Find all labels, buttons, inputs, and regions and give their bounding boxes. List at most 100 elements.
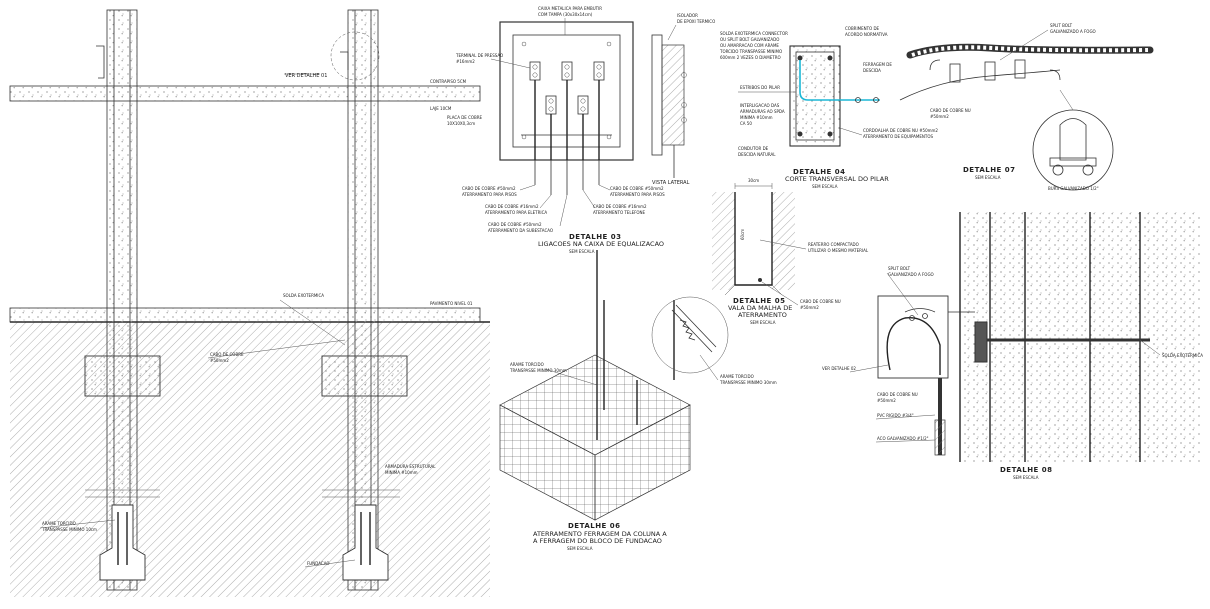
wall-concrete xyxy=(960,212,1200,462)
label-cabo-cobre: CABO DE COBRE xyxy=(210,352,244,357)
detail-06-tag: DETALHE 06 xyxy=(568,522,621,530)
section-pillar-cross: SOLDA EXOTERMICA CONNECTOR OU SPLIT BOLT… xyxy=(719,26,938,189)
label-grid-arame-sub: TRANSPASSE MINIMO 30mm xyxy=(509,368,567,373)
clamp-zoom-circle xyxy=(1032,109,1114,191)
section-equalization-box: CAIXA METALICA PARA EMBUTIR COM TAMPA (3… xyxy=(455,6,715,254)
label-cabo-3-sub: ATERRAMENTO DA SUBESTACAO xyxy=(488,228,553,233)
label-placa-cobre-sub: 10X10X0,3cm xyxy=(447,121,475,126)
label-grid-arame-2: ARAME TORCIDO xyxy=(720,374,754,379)
grid-right-face xyxy=(594,404,691,521)
detail-06-title2: A FERRAGEM DO BLOCO DE FUNDACAO xyxy=(533,537,662,545)
section-trench: 30cm 60cm REATERRO COMPACTADO UTILIZAR O… xyxy=(712,178,869,325)
detail-04-sub: SEM ESCALA xyxy=(812,184,838,189)
label-terminal-sub: #16mm2 xyxy=(456,59,475,64)
section-foundation-grid: ARAME TORCIDO TRANSPASSE MINIMO 30mm ARA… xyxy=(499,250,777,551)
label-cabo-2-sub: ATERRAMENTO PARA ELETRICA xyxy=(485,210,547,215)
label-cabo-3: CABO DE COBRE #50mm2 xyxy=(488,222,542,227)
label-solda: SOLDA EXOTERMICA xyxy=(283,293,324,298)
floor-slab xyxy=(9,307,481,323)
label-reaterro: REATERRO COMPACTADO xyxy=(808,242,859,247)
label-cobrimento: COBRIMENTO DE xyxy=(845,26,880,31)
label-wall-solda: SOLDA EXOTERMICA xyxy=(1162,353,1203,358)
label-clamp-cabo-sub: #50mm2 xyxy=(930,114,949,119)
label-ferragem: FERRAGEM DE xyxy=(863,62,892,67)
detail-07-sub: SEM ESCALA xyxy=(975,175,1001,180)
label-interligacao-sub: ARMADURAS AO SPDA xyxy=(740,109,785,114)
label-arame: ARAME TORCIDO xyxy=(42,521,76,526)
label-placa-cobre: PLACA DE COBRE xyxy=(447,115,483,120)
label-trench-width: 30cm xyxy=(748,178,759,183)
detail-03-tag: DETALHE 03 xyxy=(569,233,622,241)
detail-03-title: LIGACOES NA CAIXA DE EQUALIZACAO xyxy=(538,240,664,248)
label-wall-ver: VER DETALHE 02 xyxy=(822,366,856,371)
label-wall-cabo-sub: #50mm2 xyxy=(877,398,896,403)
label-wall-aco: ACO GALVANIZADO #1/2" xyxy=(877,436,929,441)
detail-07-tag: DETALHE 07 xyxy=(963,166,1016,174)
footing-right xyxy=(342,504,389,581)
column-left xyxy=(106,9,138,591)
label-clamp-cabo: CABO DE COBRE NU xyxy=(930,108,971,113)
trench-soil-left xyxy=(712,192,735,290)
detail-06-title: ATERRAMENTO FERRAGEM DA COLUNA A xyxy=(533,530,667,538)
pillar-section xyxy=(789,45,841,147)
ground-hatch xyxy=(10,322,490,597)
section-building-elevation: VER DETALHE 01 CONTRAPISO 5CM LAJE 10CM … xyxy=(9,9,490,597)
label-grid-arame-2-sub: TRANSPASSE MINIMO 30mm xyxy=(719,380,777,385)
label-ferragem-sub: DESCIDA xyxy=(863,68,881,73)
label-terminal: TERMINAL DE PRESSAO xyxy=(455,53,503,58)
label-caixa: CAIXA METALICA PARA EMBUTIR xyxy=(538,6,602,11)
label-cabo-1-sub: ATERRAMENTO PARA PISOS xyxy=(462,192,517,197)
label-cordoalha: CORDOALHA DE COBRE NU #50mm2 xyxy=(863,128,938,133)
pile-cap-right xyxy=(321,355,408,397)
label-cabo-cobre-sub: #50mm2 xyxy=(210,358,229,363)
label-isolador-sub: DE EPOXI TERMICO xyxy=(677,19,715,24)
label-trench-depth: 60cm xyxy=(740,229,745,240)
label-solda-connector: SOLDA EXOTERMICA CONNECTOR xyxy=(720,31,788,36)
label-wall-cabo: CABO DE COBRE NU xyxy=(877,392,918,397)
detail-08-tag: DETALHE 08 xyxy=(1000,466,1053,474)
label-ver-detalhe: VER DETALHE 01 xyxy=(285,73,327,79)
label-cabo-5-sub: ATERRAMENTO TELEFONE xyxy=(593,210,646,215)
detail-callout-circle xyxy=(330,31,380,81)
label-solda-sub1: OU SPLIT BOLT GALVANIZADO xyxy=(720,37,779,42)
label-cobrimento-sub: ACORDO NORMATIVA xyxy=(845,32,888,37)
label-fundacao: FUNDACAO xyxy=(307,561,330,566)
label-laje: LAJE 10CM xyxy=(430,106,452,111)
label-grampo: BURS GALVANIZADO 1/2" xyxy=(1048,186,1099,191)
detail-05-tag: DETALHE 05 xyxy=(733,297,786,305)
label-grid-arame: ARAME TORCIDO xyxy=(510,362,544,367)
label-cabo-4-sub: ATERRAMENTO PARA PISOS xyxy=(610,192,665,197)
label-wall-split: SPLIT BOLT xyxy=(888,266,911,271)
detail-05-title: VALA DA MALHA DE xyxy=(728,304,792,312)
label-contrapiso: CONTRAPISO 5CM xyxy=(430,79,467,84)
label-wall-split-sub: GALVANIZADO A FOGO xyxy=(888,272,934,277)
label-solda-sub4: 600mm 2 VEZES O DIAMETRO xyxy=(720,55,781,60)
detail-04-title: CORTE TRANSVERSAL DO PILAR xyxy=(785,175,889,183)
label-interligacao: INTERLIGACAO DAS xyxy=(740,103,780,108)
label-arame-sub: TRANSPASSE MINIMO 10cm xyxy=(41,527,97,532)
detail-03-sub: SEM ESCALA xyxy=(569,249,595,254)
section-split-bolt: SPLIT BOLT GALVANIZADO A FOGO CABO DE CO… xyxy=(899,23,1154,191)
label-isolador: ISOLADOR xyxy=(677,13,698,18)
section-grounding-rod: SPLIT BOLT GALVANIZADO A FOGO SOLDA EXOT… xyxy=(822,212,1203,480)
detail-05-sub: SEM ESCALA xyxy=(750,320,776,325)
label-caixa-sub: COM TAMPA (30x30x14cm) xyxy=(538,12,593,17)
label-trench-cabo-sub: #50mm2 xyxy=(800,305,819,310)
detail-04-tag: DETALHE 04 xyxy=(793,168,846,176)
label-solda-sub2: OU AMARRACAO COM ARAME xyxy=(720,43,779,48)
label-cabo-1: CABO DE COBRE #50mm2 xyxy=(462,186,516,191)
pile-cap-left xyxy=(84,355,161,397)
label-split-bolt-sub: GALVANIZADO A FOGO xyxy=(1050,29,1096,34)
trench-soil-right xyxy=(772,192,795,290)
label-cabo-2: CABO DE COBRE #16mm2 xyxy=(485,204,539,209)
label-armadura: ARMADURA ESTRUTURAL xyxy=(385,464,436,469)
rebar-horizontal xyxy=(906,43,1154,59)
label-estribo: ESTRIBOS DO PILAR xyxy=(740,85,780,90)
label-trench-cabo: CABO DE COBRE NU xyxy=(800,299,841,304)
label-condutor: CONDUTOR DE xyxy=(738,146,769,151)
label-split-bolt: SPLIT BOLT xyxy=(1050,23,1073,28)
label-condutor-sub: DESCIDA NATURAL xyxy=(738,152,776,157)
footing-left xyxy=(99,504,146,581)
label-cordoalha-sub: ATERRAMENTO DE EQUIPAMENTOS xyxy=(863,134,933,139)
